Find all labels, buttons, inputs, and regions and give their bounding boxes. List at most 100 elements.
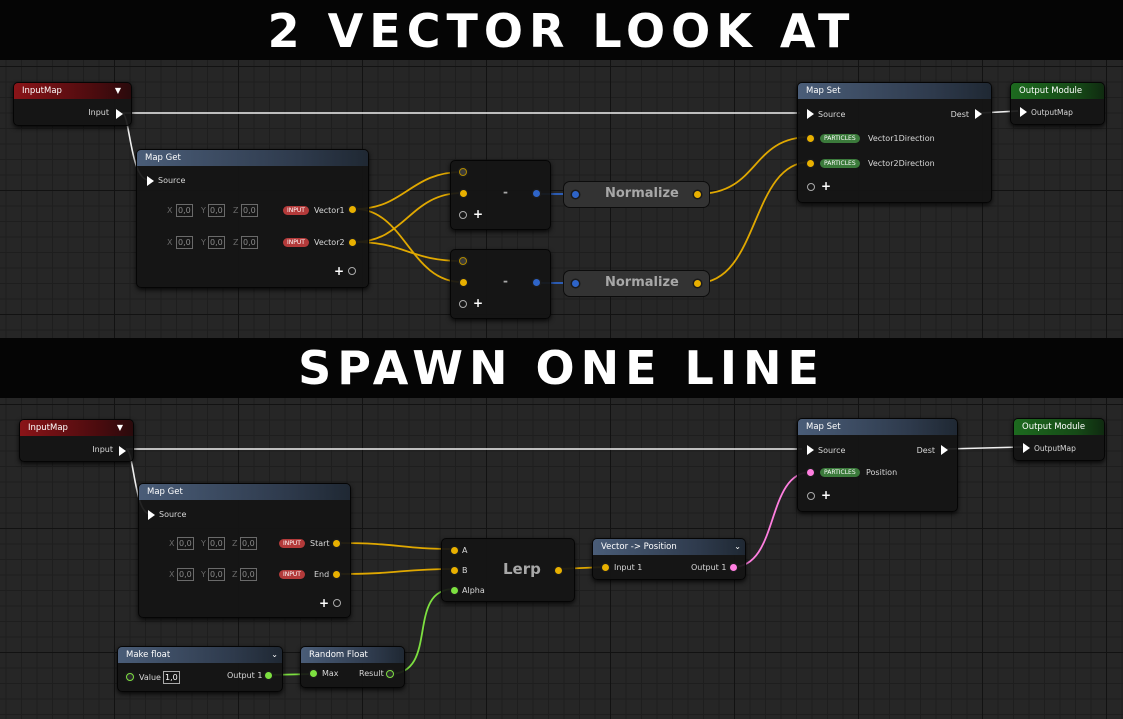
vector2-output-pin[interactable] [349, 239, 356, 246]
lerp-a-pin[interactable] [451, 547, 458, 554]
particles-tag: PARTICLES [820, 468, 860, 477]
exec-input-pin-icon[interactable] [147, 176, 154, 186]
value-input-pin[interactable] [126, 673, 134, 681]
node-header: InputMap ▼ [14, 83, 131, 99]
normalize-input-pin[interactable] [572, 191, 579, 198]
start-z-field[interactable]: 0,0 [240, 537, 257, 550]
add-pin-plus-icon[interactable]: + [473, 296, 484, 310]
input-map-node[interactable]: InputMap ▼ Input [13, 82, 132, 126]
add-pin-icon[interactable] [459, 211, 467, 219]
vector2direction-input-pin[interactable] [807, 160, 814, 167]
pin-label-output-1: Output 1 [227, 671, 263, 680]
add-pin-icon[interactable] [348, 267, 356, 275]
output-module-node[interactable]: Output Module OutputMap [1010, 82, 1105, 125]
add-pin-plus-icon[interactable]: + [821, 179, 832, 193]
pin-label-b: B [462, 566, 468, 575]
exec-input-pin-icon[interactable] [1023, 443, 1030, 453]
map-set-node[interactable]: Map Set Source Dest PARTICLES Position + [797, 418, 958, 512]
lerp-node[interactable]: A B Alpha Lerp [441, 538, 575, 602]
subtract-node-2[interactable]: - + [450, 249, 551, 319]
vector-to-position-node[interactable]: Vector -> Position ⌄ Input 1 Output 1 [592, 538, 746, 580]
vector2-z-field[interactable]: 0,0 [241, 236, 258, 249]
start-y-field[interactable]: 0,0 [208, 537, 225, 550]
chevron-down-icon[interactable]: ⌄ [734, 542, 741, 551]
subtract-output-pin[interactable] [533, 190, 540, 197]
node-header: Random Float [301, 647, 404, 663]
pin-label-input-1: Input 1 [614, 563, 643, 572]
exec-output-pin-icon[interactable] [941, 445, 948, 455]
normalize-output-pin[interactable] [694, 280, 701, 287]
start-output-pin[interactable] [333, 540, 340, 547]
normalize-node-2[interactable]: Normalize [563, 270, 710, 297]
end-output-pin[interactable] [333, 571, 340, 578]
graph-panel-spawn-line[interactable]: InputMap ▼ Input Map Get Source X 0,0 Y … [0, 398, 1123, 719]
graph-panel-look-at[interactable]: InputMap ▼ Input Map Get Source X 0,0 Y … [0, 60, 1123, 338]
end-z-field[interactable]: 0,0 [240, 568, 257, 581]
pin-label-start: Start [310, 539, 330, 548]
add-pin-plus-icon[interactable]: + [334, 264, 345, 278]
input-b-pin[interactable] [460, 190, 467, 197]
subtract-output-pin[interactable] [533, 279, 540, 286]
chevron-down-icon[interactable]: ⌄ [271, 650, 278, 659]
exec-output-pin-icon[interactable] [116, 109, 123, 119]
add-pin-icon[interactable] [807, 492, 815, 500]
exec-output-pin-icon[interactable] [975, 109, 982, 119]
position-input-pin[interactable] [807, 469, 814, 476]
exec-input-pin-icon[interactable] [148, 510, 155, 520]
make-float-node[interactable]: Make float ⌄ Value 1,0 Output 1 [117, 646, 283, 692]
node-title: Map Get [147, 487, 183, 497]
vector1-x-field[interactable]: 0,0 [176, 204, 193, 217]
subtract-operator: - [503, 274, 508, 288]
position-output-pin[interactable] [730, 564, 737, 571]
exec-output-pin-icon[interactable] [119, 446, 126, 456]
lerp-alpha-pin[interactable] [451, 587, 458, 594]
pin-label-source: Source [158, 176, 186, 185]
vector2-y-field[interactable]: 0,0 [208, 236, 225, 249]
subtract-node-1[interactable]: - + [450, 160, 551, 230]
end-y-field[interactable]: 0,0 [208, 568, 225, 581]
add-pin-icon[interactable] [459, 300, 467, 308]
map-set-node[interactable]: Map Set Source Dest PARTICLES Vector1Dir… [797, 82, 992, 203]
input-tag: INPUT [279, 570, 305, 579]
node-title: Map Set [806, 86, 841, 96]
random-float-node[interactable]: Random Float Max Result [300, 646, 405, 688]
vector1-z-field[interactable]: 0,0 [241, 204, 258, 217]
exec-input-pin-icon[interactable] [807, 445, 814, 455]
add-pin-plus-icon[interactable]: + [821, 488, 832, 502]
normalize-node-1[interactable]: Normalize [563, 181, 710, 208]
add-pin-icon[interactable] [807, 183, 815, 191]
value-field[interactable]: 1,0 [163, 671, 180, 684]
map-get-node[interactable]: Map Get Source X 0,0 Y 0,0 Z 0,0 INPUT S… [138, 483, 351, 618]
start-x-field[interactable]: 0,0 [177, 537, 194, 550]
node-title: Make float [126, 650, 171, 660]
input-map-node[interactable]: InputMap ▼ Input [19, 419, 134, 462]
map-get-node[interactable]: Map Get Source X 0,0 Y 0,0 Z 0,0 INPUT V… [136, 149, 369, 288]
lerp-output-pin[interactable] [555, 567, 562, 574]
input-a-pin[interactable] [459, 168, 467, 176]
end-x-field[interactable]: 0,0 [177, 568, 194, 581]
normalize-output-pin[interactable] [694, 191, 701, 198]
input-a-pin[interactable] [459, 257, 467, 265]
vector1direction-input-pin[interactable] [807, 135, 814, 142]
exec-input-pin-icon[interactable] [1020, 107, 1027, 117]
add-pin-plus-icon[interactable]: + [319, 596, 330, 610]
float-output-pin[interactable] [265, 672, 272, 679]
vector1-output-pin[interactable] [349, 206, 356, 213]
add-pin-plus-icon[interactable]: + [473, 207, 484, 221]
lerp-b-pin[interactable] [451, 567, 458, 574]
chevron-down-icon[interactable]: ▼ [116, 423, 123, 432]
exec-input-pin-icon[interactable] [807, 109, 814, 119]
banner-title: 2 VECTOR LOOK AT [267, 4, 856, 58]
chevron-down-icon[interactable]: ▼ [114, 86, 121, 95]
output-module-node[interactable]: Output Module OutputMap [1013, 418, 1105, 461]
max-input-pin[interactable] [310, 670, 317, 677]
normalize-input-pin[interactable] [572, 280, 579, 287]
result-output-pin[interactable] [386, 670, 394, 678]
vector1-y-field[interactable]: 0,0 [208, 204, 225, 217]
vector2-x-field[interactable]: 0,0 [176, 236, 193, 249]
input-b-pin[interactable] [460, 279, 467, 286]
add-pin-icon[interactable] [333, 599, 341, 607]
vector-input-pin[interactable] [602, 564, 609, 571]
pin-label-a: A [462, 546, 468, 555]
particles-tag: PARTICLES [820, 134, 860, 143]
